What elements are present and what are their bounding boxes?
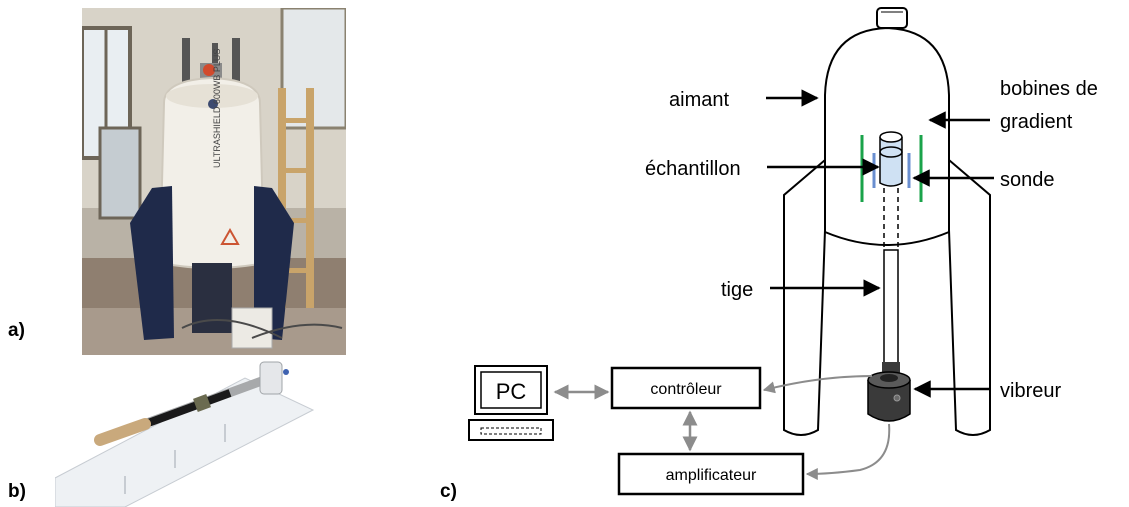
vibrator-amplifier-cable bbox=[805, 423, 891, 480]
panel-label-a: a) bbox=[8, 320, 25, 341]
pc-computer: PC bbox=[468, 365, 554, 441]
pc-label: PC bbox=[496, 379, 527, 404]
rod bbox=[883, 249, 899, 366]
amplifier-label: amplificateur bbox=[666, 467, 757, 484]
vibrator-controller-cable bbox=[762, 375, 873, 394]
label-bobines-line2: gradient bbox=[1000, 111, 1073, 133]
magnet-brand-text: ULTRASHIELD 600WB PLUS bbox=[212, 49, 222, 168]
label-bobines-line1: bobines de bbox=[1000, 78, 1098, 100]
controller-box bbox=[610, 366, 762, 410]
amplifier-box bbox=[617, 452, 805, 496]
panel-label-c: c) bbox=[440, 481, 457, 502]
sample-holder-photo bbox=[55, 358, 315, 507]
label-aimant: aimant bbox=[669, 89, 729, 111]
vibrator bbox=[867, 371, 911, 422]
sample bbox=[879, 131, 903, 187]
panel-label-b: b) bbox=[8, 481, 26, 502]
magnet-right-leg bbox=[948, 157, 991, 436]
label-vibreur: vibreur bbox=[1000, 380, 1061, 402]
magnet-top-cap bbox=[876, 7, 908, 29]
magnet-left-leg bbox=[783, 157, 826, 436]
label-echantillon: échantillon bbox=[645, 158, 741, 180]
controller-label: contrôleur bbox=[650, 381, 722, 398]
nmr-magnet-photo: ULTRASHIELD 600WB PLUS bbox=[82, 8, 346, 355]
label-tige: tige bbox=[721, 279, 753, 301]
label-sonde: sonde bbox=[1000, 169, 1055, 191]
